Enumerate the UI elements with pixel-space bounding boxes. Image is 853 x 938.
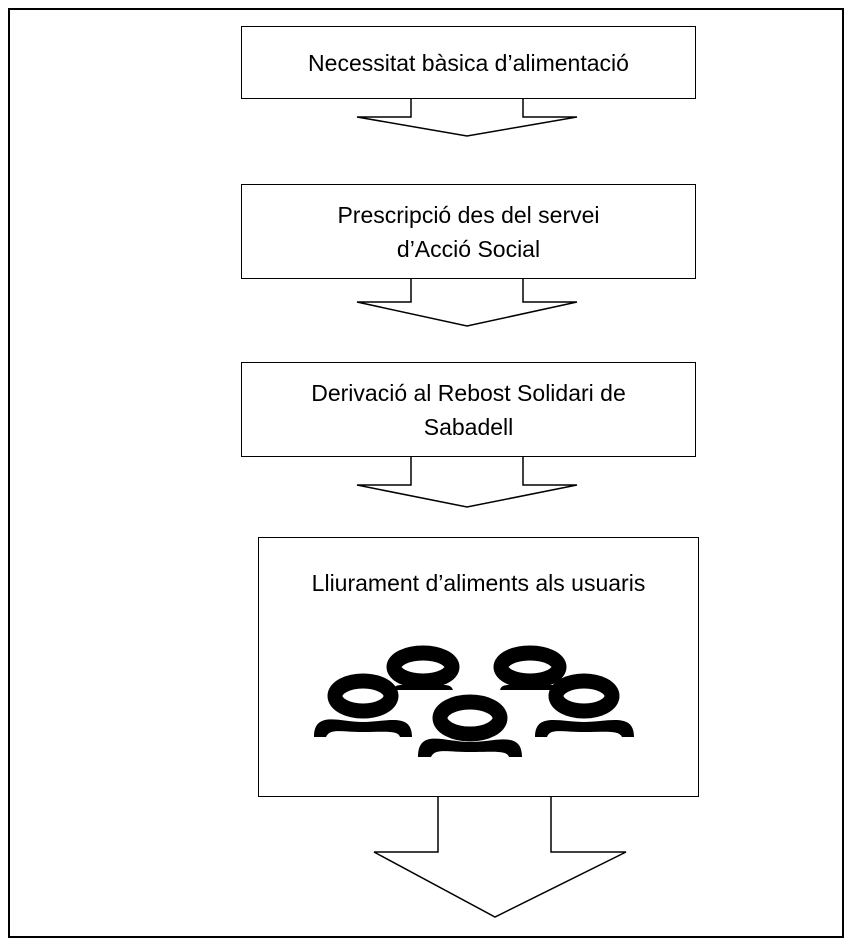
step-3-line-1: Derivació al Rebost Solidari de [311,379,626,406]
person-head-right [548,673,620,719]
step-2-label: Prescripció des del servei d’Acció Socia… [337,198,599,266]
arrow-step-1-to-2 [356,99,578,137]
arrow-step-3-to-4 [356,457,578,508]
person-head-center [432,694,508,742]
step-4-label: Lliurament d’aliments als usuaris [312,566,646,600]
step-box-derivacio: Derivació al Rebost Solidari de Sabadell [241,362,696,457]
step-3-label: Derivació al Rebost Solidari de Sabadell [311,376,626,444]
step-3-line-2: Sabadell [423,413,514,440]
step-2-line-1: Prescripció des del servei [337,201,600,228]
arrow-step-4-out [373,797,627,918]
step-1-label: Necessitat bàsica d’alimentació [308,46,629,80]
person-body-right [535,720,634,737]
arrow-step-2-to-3 [356,279,578,327]
person-head-left [327,673,399,719]
step-1-line-1: Necessitat bàsica d’alimentació [308,49,629,76]
person-body-left [314,719,412,737]
step-box-necessitat: Necessitat bàsica d’alimentació [241,26,696,99]
person-head-back-right [493,645,567,689]
step-box-lliurament: Lliurament d’aliments als usuaris [258,537,699,797]
step-4-line-1: Lliurament d’aliments als usuaris [311,570,646,596]
step-box-prescripcio: Prescripció des del servei d’Acció Socia… [241,184,696,279]
person-body-center [418,738,522,757]
person-head-back-left [386,645,460,689]
person-body-back-right [500,685,560,690]
person-body-back-left [393,685,453,690]
step-2-line-2: d’Acció Social [396,235,541,262]
